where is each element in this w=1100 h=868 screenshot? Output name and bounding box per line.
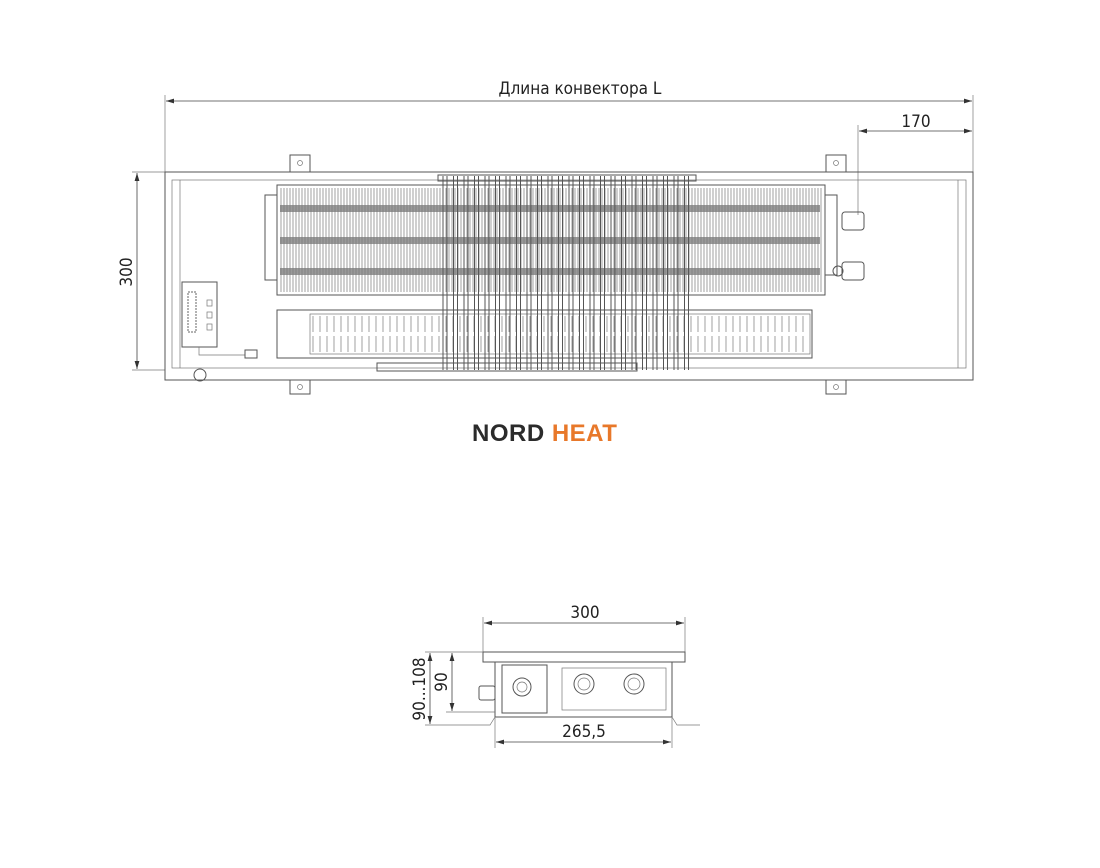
fan-box (501, 664, 548, 714)
height-label: 90 (432, 672, 452, 691)
inner-width-label: 265,5 (562, 722, 606, 742)
cable-gland (478, 685, 496, 701)
section-body (494, 662, 673, 718)
logo-nord: NORD (472, 420, 545, 447)
section-width-label: 300 (570, 603, 599, 623)
fan-block (276, 309, 813, 359)
top-view: Длина конвектора L 170 300 (117, 79, 974, 395)
height-range-label: 90...108 (410, 657, 430, 720)
grille-bars (376, 174, 697, 372)
length-label: Длина конвектора L (499, 79, 662, 99)
width-label: 300 (117, 257, 137, 286)
grille-top (482, 651, 686, 663)
offset-label: 170 (901, 112, 930, 132)
section-view: 300 265,5 90 90...108 (410, 603, 700, 748)
connection-valves (832, 211, 865, 281)
logo-heat: HEAT (551, 420, 618, 447)
convector-housing (164, 171, 974, 381)
control-board (181, 281, 258, 382)
floor-line (466, 716, 700, 726)
nordheat-logo: NORD HEAT (472, 420, 617, 448)
heat-exchanger (264, 184, 838, 296)
